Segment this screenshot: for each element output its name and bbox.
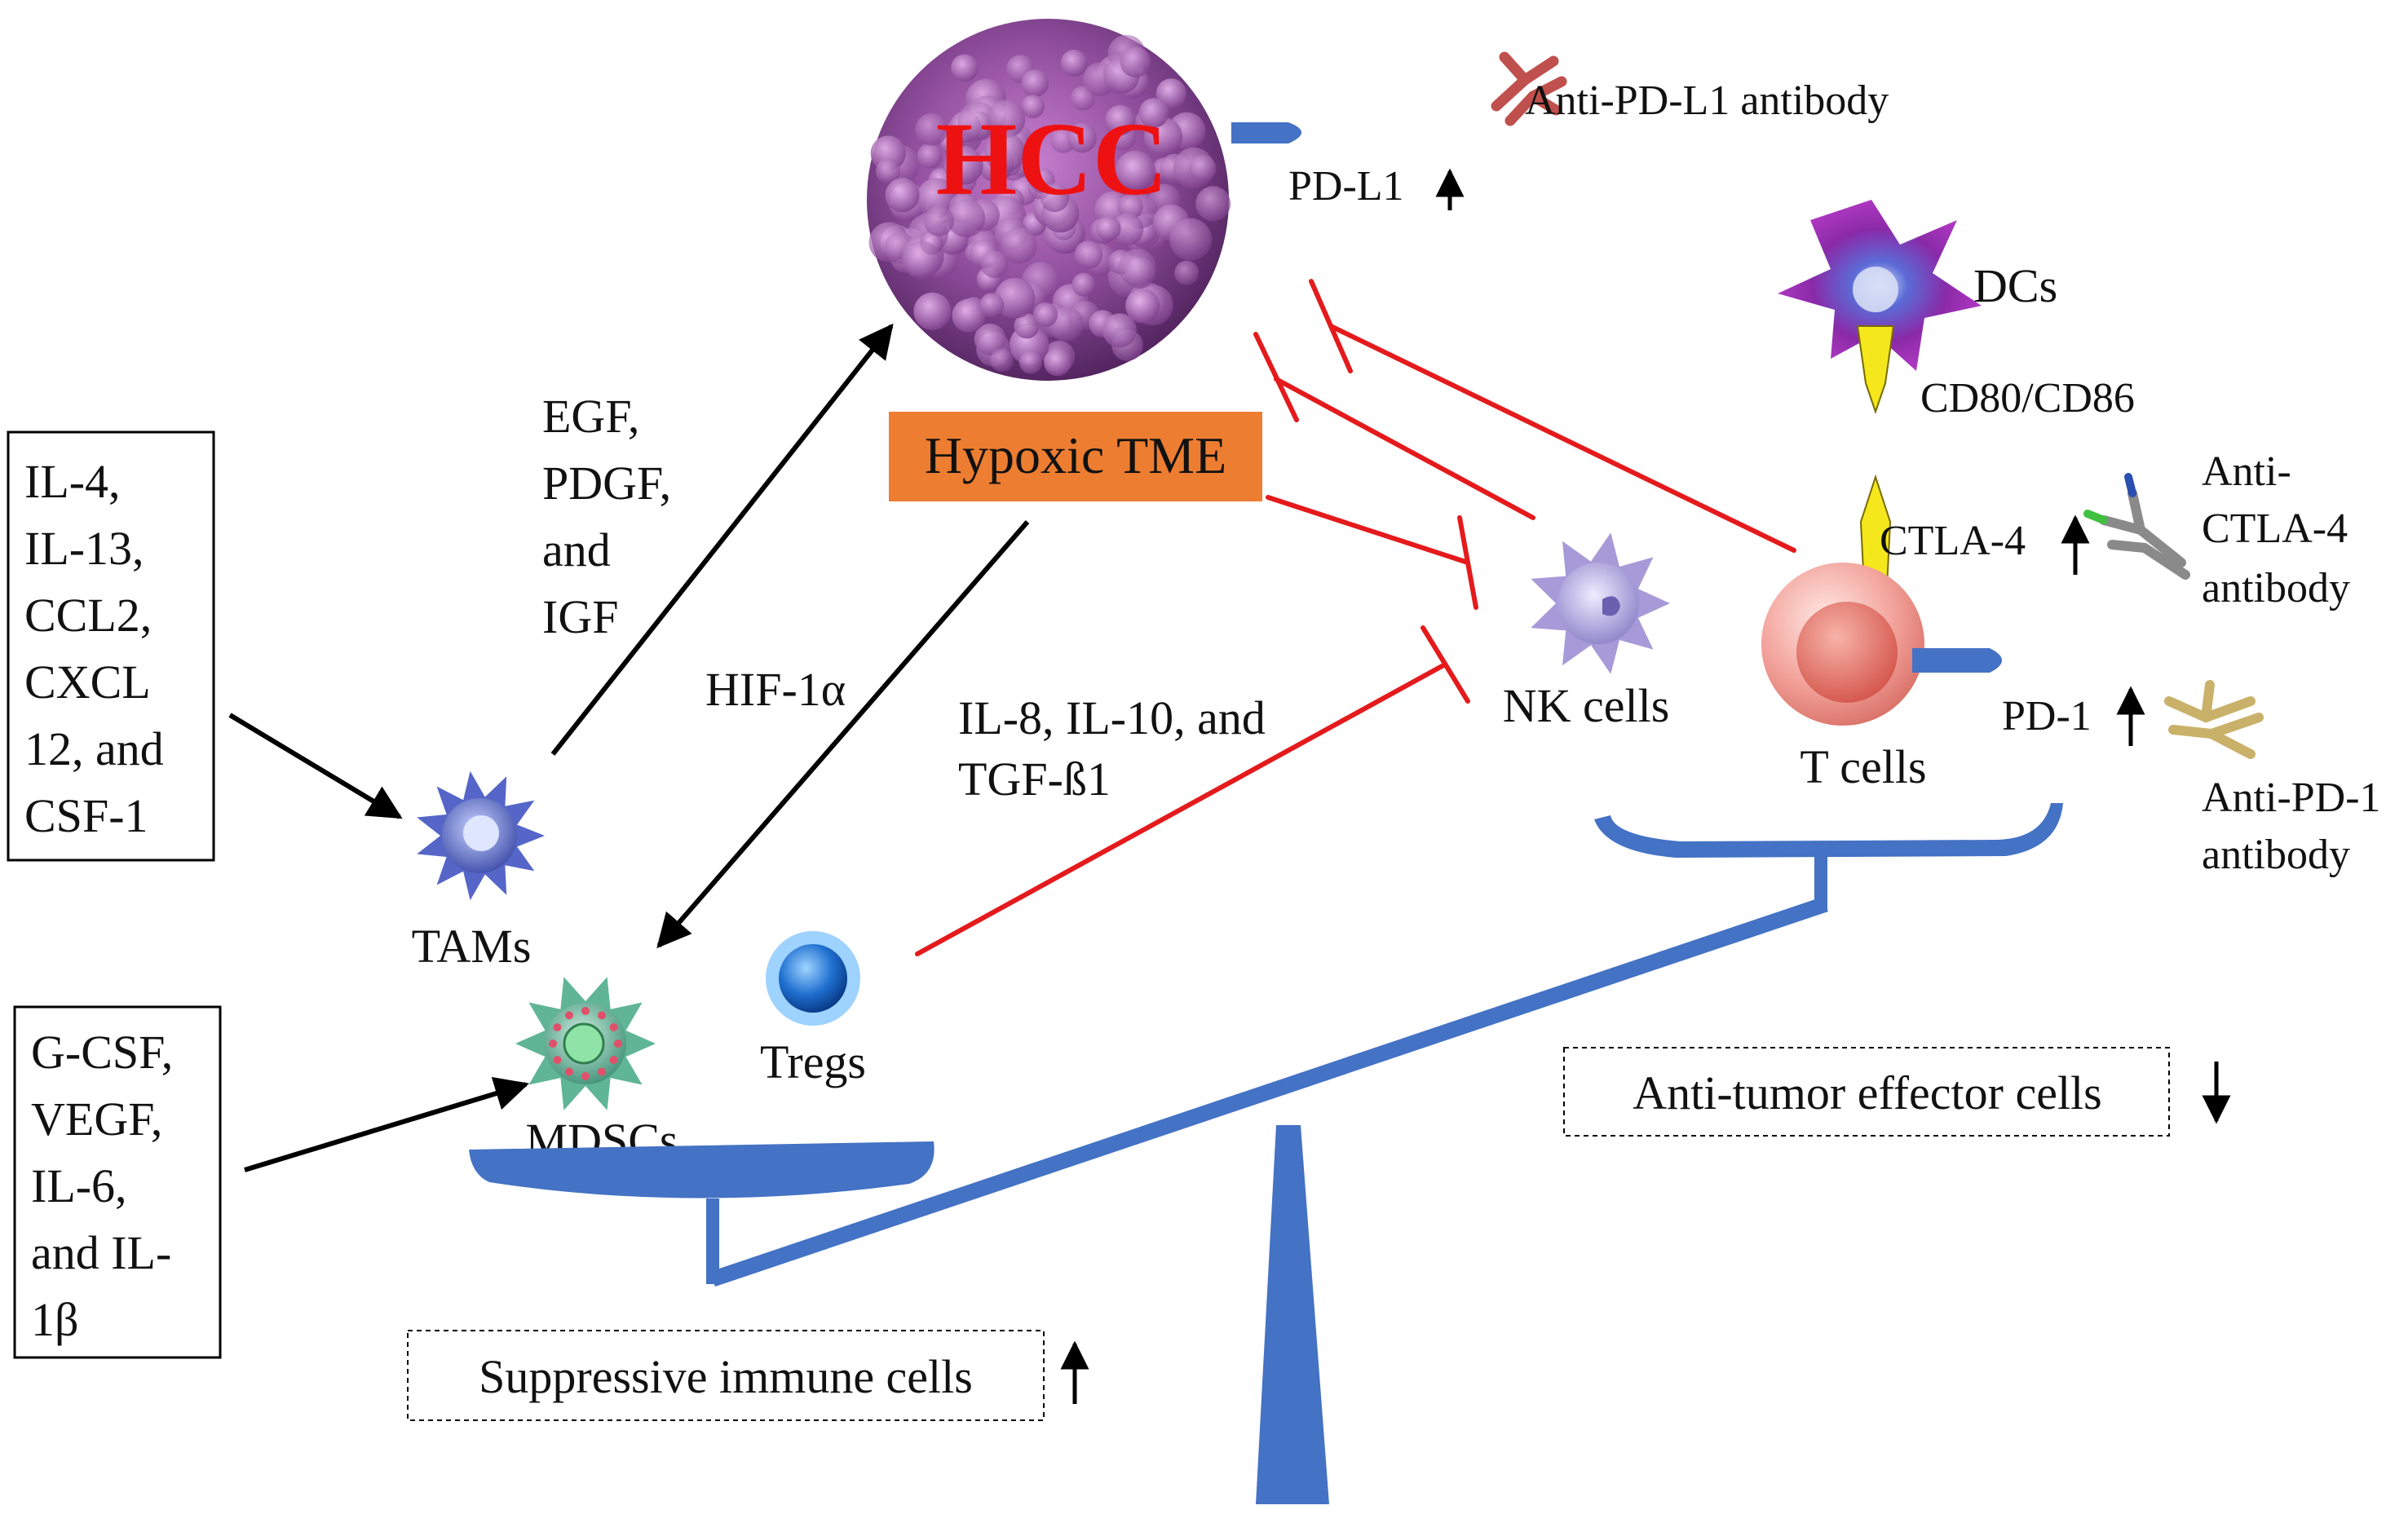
pdl1-label: PD-L1 [1288,163,1404,210]
tme-to-mdscs-arrow [656,520,1030,949]
tam-cell-icon [417,770,545,901]
activation-arrows [228,323,1030,1172]
box-top-line-6: CSF-1 [24,789,148,842]
tams-to-tumor-arrow [550,323,894,756]
box-top-line-4: CXCL [24,656,151,709]
hypoxic-tme-label: Hypoxic TME [925,426,1226,484]
growth-factor-line-3: and [542,523,611,576]
pd1-label: PD-1 [2002,693,2092,739]
hif-label: HIF-1α [705,663,846,716]
dcs-label: DCs [1973,259,2057,312]
treg-inhibits-nk [915,662,1447,956]
anti-pdl1-antibody-icon [1491,51,1567,126]
box-bottom-line-3: IL-6, [31,1159,127,1212]
t-cells-label: T cells [1800,740,1926,793]
cd80-cd86-label: CD80/CD86 [1920,375,2135,422]
scale-left-pan [469,1141,934,1199]
growth-factor-line-4: IGF [542,590,618,643]
scale-left-post [706,1199,719,1284]
inhibition-lines [915,279,1796,956]
dendritic-cell-icon [1778,200,1982,415]
tumor-texture [868,34,1231,377]
anti-pdl1-label: Anti-PD-L1 antibody [1525,77,1889,124]
nk-cells-label: NK cells [1503,679,1670,732]
growth-factor-line-1: EGF, [542,390,639,443]
anti-ctla4-line-2: CTLA-4 [2202,505,2348,552]
tregs-label: Tregs [760,1035,866,1088]
ctla4-label: CTLA-4 [1880,518,2026,564]
scale-beam [709,897,1828,1287]
box1-to-tams-arrow [228,713,403,819]
suppressive-label: Suppressive immune cells [479,1350,973,1403]
box-bottom-line-4: and IL- [31,1226,171,1279]
box-bottom-line-2: VEGF, [31,1093,162,1146]
scale-fulcrum [1256,1125,1329,1504]
cytokine-line-1: IL-8, IL-10, and [958,691,1266,744]
tcell-inhibits-tumor [1328,324,1796,553]
cytokine-line-2: TGF-ß1 [958,753,1111,806]
nk-cell-icon [1531,532,1670,674]
hcc-label: HCC [936,101,1168,217]
box-top-line-5: 12, and [24,722,164,775]
cytokine-box-top [7,430,215,862]
box-top-line-2: IL-13, [24,522,144,575]
pdl1-receptor [1231,122,1301,143]
antitumor-label: Anti-tumor effector cells [1633,1066,2102,1119]
tams-label: TAMs [412,920,532,973]
tme-inhibits-nk [1266,495,1470,565]
nk-inhibits-tumor [1274,377,1535,520]
anti-pd1-antibody-icon [2164,680,2264,759]
mdsc-cell-icon [515,977,656,1110]
balance-scale [469,803,2063,1504]
growth-factor-line-2: PDGF, [542,457,671,510]
suppressive-box [407,1330,1045,1421]
scale-right-post [1814,852,1827,911]
box-bottom-line-5: 1β [31,1293,79,1346]
t-cell-icon [1761,563,2002,726]
scale-right-pan [1594,803,2063,858]
treg-cell-icon [766,931,860,1026]
anti-ctla4-line-1: Anti- [2202,448,2291,495]
box-bottom-line-1: G-CSF, [31,1026,173,1079]
anti-pd1-line-2: antibody [2202,832,2350,878]
anti-ctla4-antibody-icon [2083,473,2190,580]
anti-ctla4-line-3: antibody [2202,565,2350,611]
cytokine-box-bottom [13,1005,222,1359]
antitumor-box [1563,1047,2170,1137]
box2-to-mdscs-arrow [244,1076,530,1172]
anti-pd1-line-1: Anti-PD-1 [2202,775,2381,821]
hypoxic-tme-box [889,412,1262,501]
hcc-tumor: HCC [867,19,1231,381]
box-top-line-1: IL-4, [24,455,121,508]
box-top-line-3: CCL2, [24,589,152,642]
